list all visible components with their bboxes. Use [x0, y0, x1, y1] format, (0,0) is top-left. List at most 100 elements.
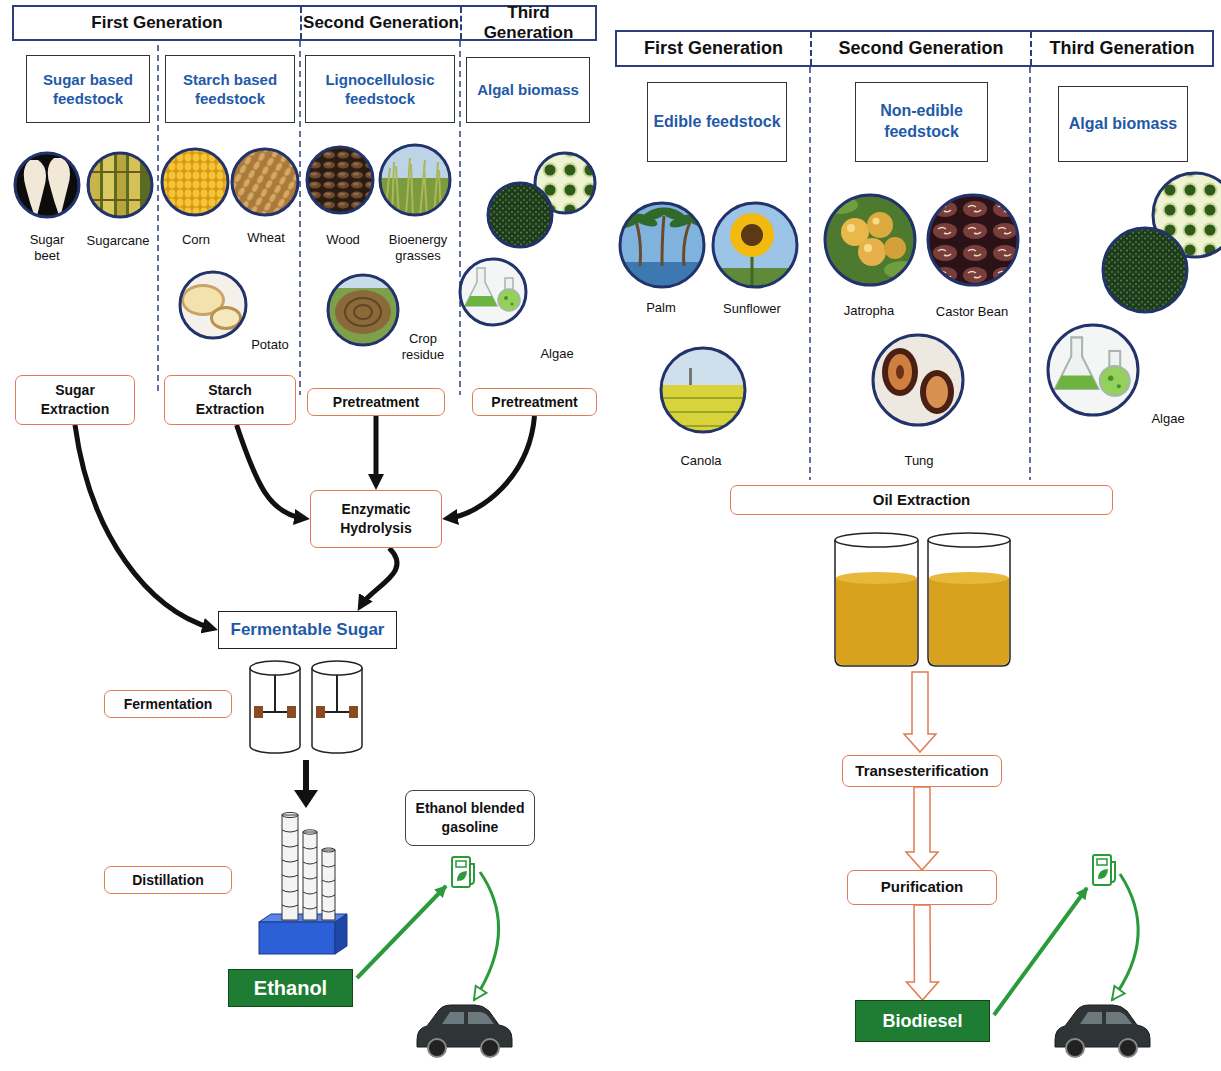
header-cell: Third Generation — [1030, 32, 1212, 65]
flow-arrow — [237, 425, 304, 518]
generation-title: First Generation — [644, 38, 783, 59]
generation-title: Third Generation — [1049, 38, 1194, 59]
process-box: Enzymatic Hydrolysis — [310, 490, 442, 548]
green-arrows — [357, 872, 499, 1000]
feedstock-box: Algal biomass — [466, 57, 590, 123]
distillation-column — [259, 813, 347, 955]
box-text: Distillation — [132, 871, 204, 890]
generation-title: Second Generation — [838, 38, 1003, 59]
process-box: Fermentation — [104, 690, 232, 718]
sugarcane-photo — [85, 150, 160, 225]
fuel-box: Biodiesel — [855, 1000, 990, 1042]
fuel-box: Ethanol — [228, 969, 353, 1007]
generation-title: Second Generation — [303, 13, 459, 33]
box-text: Ethanol blended gasoline — [412, 799, 528, 837]
feedstock-box: Edible feedstock — [647, 82, 787, 162]
picture-label: Crop residue — [394, 331, 452, 363]
note-box: Ethanol blended gasoline — [405, 790, 535, 846]
box-text: Edible feedstock — [653, 112, 780, 133]
sugar-beet-photo — [10, 150, 85, 225]
feedstock-box: Sugar based feedstock — [26, 55, 150, 123]
flow-arrow — [448, 416, 535, 518]
header-cell: Second Generation — [810, 32, 1030, 65]
flow-arrow — [906, 787, 938, 870]
process-box: Starch Extraction — [164, 375, 296, 425]
wheat-photo — [230, 147, 302, 219]
crop-residue-photo — [325, 272, 403, 350]
header-cell: First Generation — [14, 7, 300, 39]
box-text: Purification — [881, 877, 964, 897]
process-box: Transesterification — [842, 755, 1002, 787]
picture-label: Jatropha — [829, 303, 909, 319]
grass-photo — [378, 143, 453, 218]
flow-arrow — [361, 548, 397, 606]
generation-title: First Generation — [91, 13, 222, 33]
picture-label: Canola — [666, 453, 736, 469]
picture-label: Corn — [171, 232, 221, 248]
picture-label: Algae — [532, 346, 582, 362]
box-text: Starch Extraction — [173, 381, 287, 419]
process-box: Purification — [847, 870, 997, 905]
box-text: Non-edible feedstock — [861, 101, 982, 143]
flow-arrow — [374, 416, 379, 484]
algae-photo — [443, 150, 600, 342]
generation-dividers — [158, 41, 1030, 480]
box-text: Algal biomass — [1069, 114, 1177, 135]
box-text: Sugar Extraction — [24, 381, 126, 419]
sunflower-photo — [711, 201, 799, 290]
picture-label: Bioenergy grasses — [382, 232, 454, 264]
car-icon — [1055, 1005, 1150, 1057]
box-text: Transesterification — [855, 761, 988, 781]
process-box: Oil Extraction — [730, 485, 1113, 515]
header-cell: Second Generation — [300, 7, 460, 39]
feedstock-box: Non-edible feedstock — [855, 82, 988, 162]
flow-arrow — [75, 425, 212, 628]
box-text: Pretreatment — [491, 393, 577, 412]
process-arrow — [294, 760, 318, 808]
fuel-pump-icon — [452, 857, 474, 887]
process-arrow — [904, 672, 936, 752]
picture-label: Palm — [636, 300, 686, 316]
picture-label: Sunflower — [712, 301, 792, 317]
fermentation-tanks — [250, 661, 362, 753]
box-text: Oil Extraction — [873, 490, 971, 510]
box-text: Ethanol — [254, 977, 327, 1000]
castor-bean-photo — [926, 193, 1020, 287]
process-box: Pretreatment — [307, 388, 445, 416]
flow-arrow — [906, 905, 938, 1000]
box-text: Starch based feedstock — [171, 70, 289, 109]
header-cell: First Generation — [617, 32, 810, 65]
box-text: Algal biomass — [477, 80, 579, 100]
wood-photo — [305, 145, 377, 217]
box-text: Fermentable Sugar — [231, 620, 385, 640]
box-text: Sugar based feedstock — [32, 70, 144, 109]
picture-label: Wood — [318, 232, 368, 248]
picture-label: Sugarcane — [78, 233, 158, 249]
car-icon — [417, 1005, 512, 1057]
palm-photo — [614, 201, 713, 290]
box-text: Lignocellulosic feedstock — [311, 70, 449, 109]
header-cell: Third Generation — [460, 7, 595, 39]
box-text: Enzymatic Hydrolysis — [319, 500, 433, 538]
picture-label: Wheat — [238, 230, 294, 246]
product-box: Fermentable Sugar — [218, 611, 397, 649]
corn-photo — [160, 147, 232, 219]
process-box: Sugar Extraction — [15, 375, 135, 425]
box-text: Fermentation — [124, 695, 213, 714]
green-arrows — [994, 874, 1138, 1015]
jatropha-photo — [822, 193, 920, 287]
canola-photo — [659, 346, 747, 435]
box-text: Biodiesel — [882, 1011, 962, 1032]
picture-label: Castor Bean — [922, 304, 1022, 320]
process-box: Distillation — [104, 866, 232, 894]
picture-label: Potato — [245, 337, 295, 353]
generation-title: Third Generation — [462, 3, 595, 43]
process-box: Pretreatment — [472, 388, 597, 416]
feedstock-box: Algal biomass — [1058, 86, 1188, 162]
picture-label: Tung — [894, 453, 944, 469]
feedstock-box: Starch based feedstock — [165, 55, 295, 123]
oil-tanks — [835, 533, 1010, 666]
